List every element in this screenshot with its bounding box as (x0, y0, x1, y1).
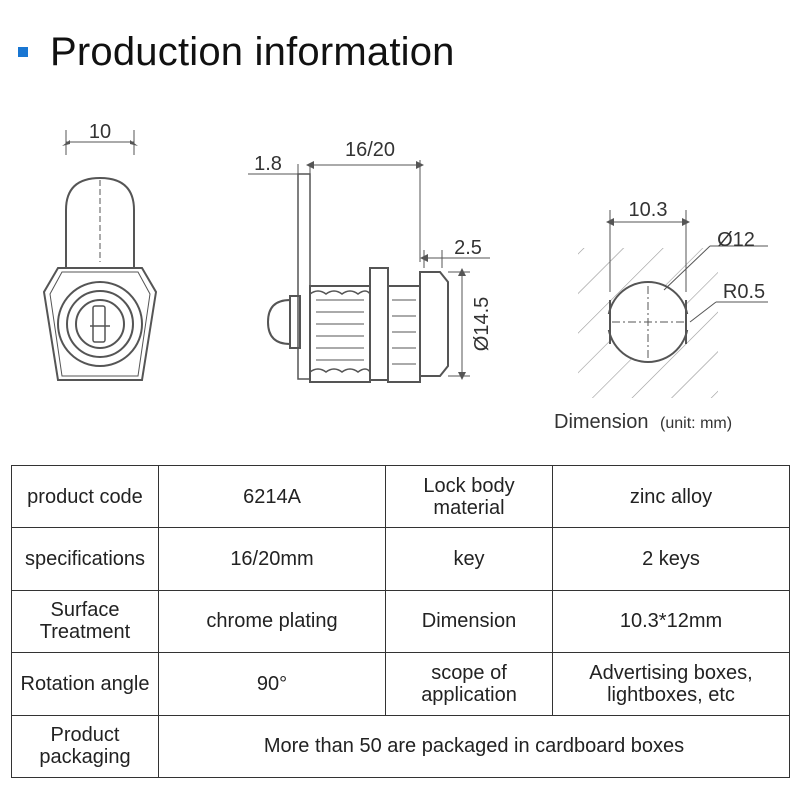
packaging-value-cell: More than 50 are packaged in cardboard b… (158, 714, 790, 779)
label-cell: Dimension (385, 589, 553, 654)
table-row: specifications 16/20mm key 2 keys (11, 527, 790, 591)
title-bullet-icon (18, 47, 28, 57)
label-cell: scope of application (385, 652, 553, 716)
dimension-caption-main: Dimension (554, 411, 648, 433)
value-cell: chrome plating (158, 589, 386, 654)
label-cell: Surface Treatment (11, 589, 159, 654)
value-cell: 16/20mm (158, 527, 386, 591)
value-cell: 90° (158, 652, 386, 716)
label-cell: Rotation angle (11, 652, 159, 716)
side-view (248, 160, 490, 383)
label-cell: key (385, 527, 553, 591)
dimension-caption: Dimension (unit: mm) (554, 411, 732, 433)
corner-radius-label: R0.5 (723, 281, 765, 303)
value-cell: 10.3*12mm (552, 589, 790, 654)
front-view (42, 130, 158, 381)
value-cell: 6214A (158, 464, 386, 529)
cam-thickness-label: 1.8 (254, 153, 282, 175)
label-cell: specifications (11, 527, 159, 591)
table-row: Surface Treatment chrome plating Dimensi… (11, 589, 790, 654)
section-header: Production information (18, 22, 455, 82)
value-cell: Advertising boxes, lightboxes, etc (552, 652, 790, 716)
cutout-view (578, 210, 768, 398)
flange-label: 2.5 (454, 237, 482, 259)
table-row: Product packaging More than 50 are packa… (11, 714, 790, 779)
cutout-diameter-label: Ø12 (717, 229, 755, 251)
table-row: Rotation angle 90° scope of application … (11, 652, 790, 716)
label-cell: product code (11, 464, 159, 529)
spec-table: product code 6214A Lock body material zi… (11, 464, 790, 779)
page-title: Production information (50, 29, 455, 74)
cutout-width-label: 10.3 (629, 199, 668, 221)
table-row: product code 6214A Lock body material zi… (11, 464, 790, 529)
front-width-label: 10 (89, 121, 111, 143)
body-diameter-label: Ø14.5 (471, 297, 493, 351)
value-cell: 2 keys (552, 527, 790, 591)
label-cell: Product packaging (11, 714, 159, 779)
technical-drawing: 10 1.8 (42, 121, 768, 433)
dimension-caption-unit: (unit: mm) (660, 415, 732, 432)
side-length-label: 16/20 (345, 139, 395, 161)
value-cell: zinc alloy (552, 464, 790, 529)
label-cell: Lock body material (385, 464, 553, 529)
